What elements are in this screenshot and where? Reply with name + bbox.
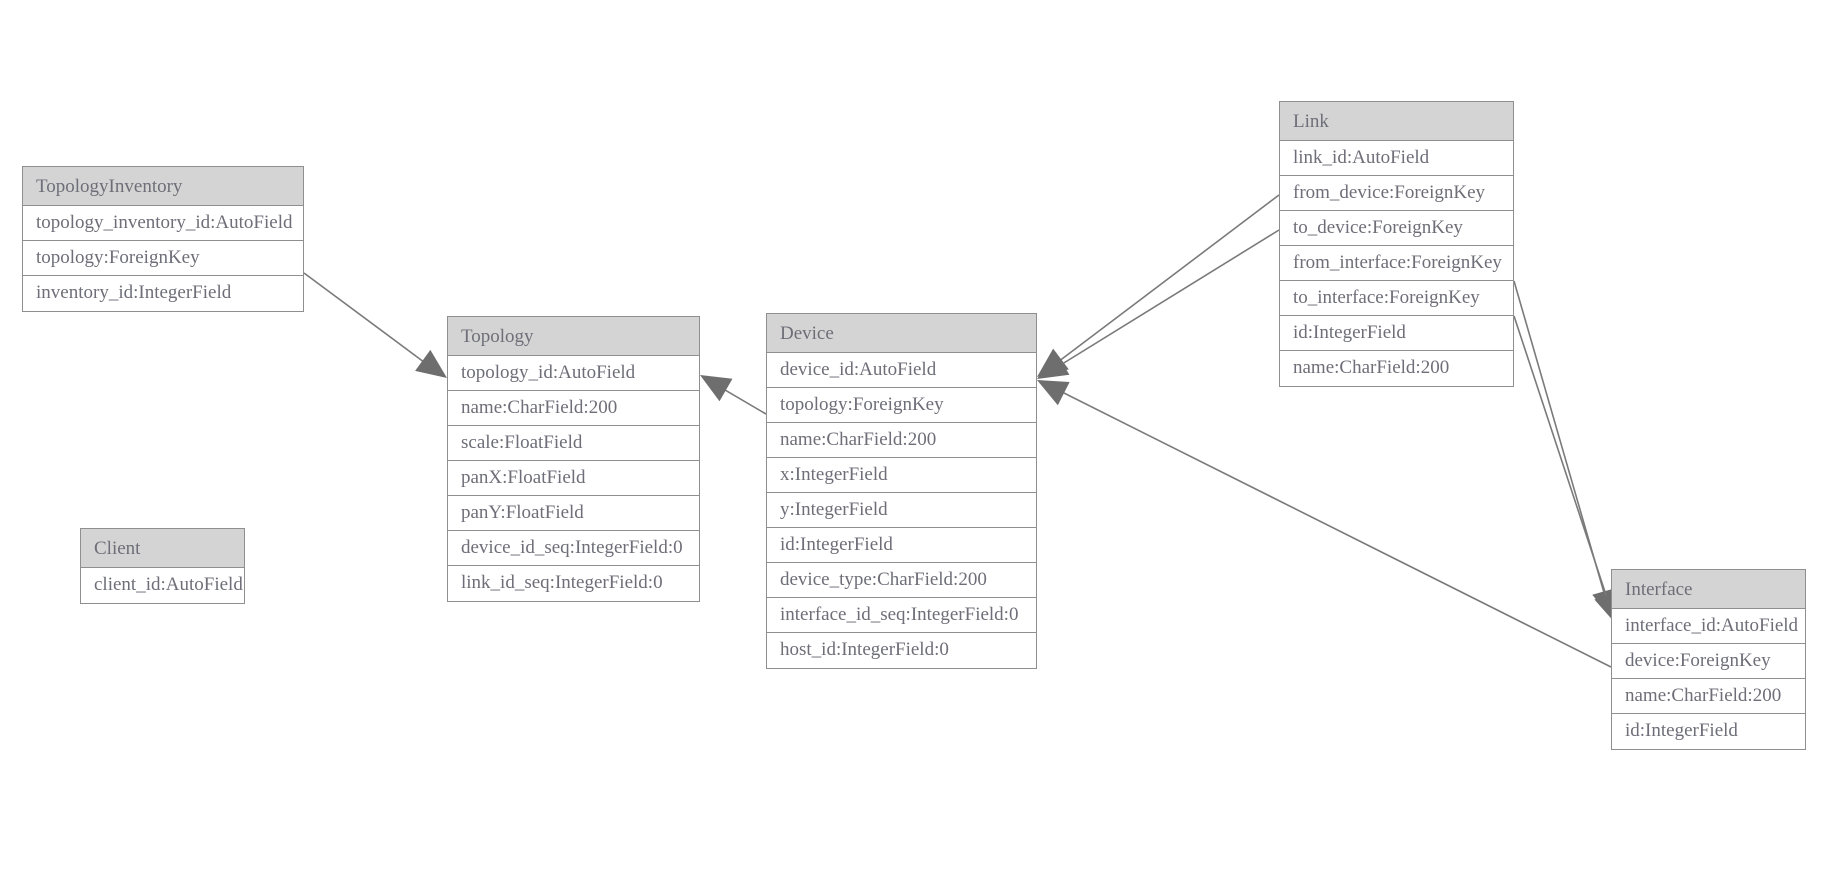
entity-field-topology-1[interactable]: name:CharField:200 [448, 391, 699, 426]
entity-field-link-1[interactable]: from_device:ForeignKey [1280, 176, 1513, 211]
relation-line [1513, 280, 1608, 604]
relation-topologyinventory-to-topology [303, 272, 447, 378]
relation-line [1045, 194, 1280, 372]
relation-line [707, 379, 767, 415]
entity-field-topology_inventory-1[interactable]: topology:ForeignKey [23, 241, 303, 276]
relation-link-from-interface-to-interface [1513, 280, 1618, 620]
entity-client[interactable]: Client client_id:AutoField [80, 528, 245, 604]
entity-field-topology_inventory-2[interactable]: inventory_id:IntegerField [36, 282, 232, 303]
entity-title-interface: Interface [1612, 570, 1805, 609]
entity-field-device-7[interactable]: interface_id_seq:IntegerField:0 [767, 598, 1036, 633]
entity-field-device-2[interactable]: name:CharField:200 [767, 423, 1036, 458]
entity-title-topology_inventory: TopologyInventory [23, 167, 303, 206]
entity-field-topology-5[interactable]: device_id_seq:IntegerField:0 [448, 531, 699, 566]
entity-field-device-4[interactable]: y:IntegerField [767, 493, 1036, 528]
entity-title-link: Link [1280, 102, 1513, 141]
entity-field-device-0[interactable]: device_id:AutoField [767, 353, 1036, 388]
entity-field-link-2[interactable]: to_device:ForeignKey [1280, 211, 1513, 246]
entity-title-client: Client [81, 529, 244, 568]
relation-device-to-topology [700, 375, 767, 415]
entity-field-topology-4[interactable]: panY:FloatField [448, 496, 699, 531]
entity-field-topology-2[interactable]: scale:FloatField [448, 426, 699, 461]
entity-field-link-5[interactable]: id:IntegerField [1280, 316, 1513, 351]
relation-link-from-device-to-device [1037, 194, 1280, 377]
relation-line [303, 272, 441, 375]
entity-title-topology: Topology [448, 317, 699, 356]
relation-line [1513, 315, 1611, 608]
relation-line [1047, 384, 1612, 668]
entity-field-link-4[interactable]: to_interface:ForeignKey [1280, 281, 1513, 316]
entity-field-device-6[interactable]: device_type:CharField:200 [767, 563, 1036, 598]
entity-field-device-5[interactable]: id:IntegerField [767, 528, 1036, 563]
entity-field-topology_inventory-0[interactable]: topology_inventory_id:AutoField [23, 206, 303, 241]
entity-field-device-1[interactable]: topology:ForeignKey [767, 388, 1036, 423]
entity-field-interface-2[interactable]: name:CharField:200 [1612, 679, 1805, 714]
entity-field-device-8[interactable]: host_id:IntegerField:0 [780, 639, 949, 660]
relation-interface-device-to-device [1037, 380, 1612, 668]
relation-link-to-device-to-device [1037, 229, 1280, 379]
entity-field-interface-0[interactable]: interface_id:AutoField [1612, 609, 1805, 644]
entity-field-link-6[interactable]: name:CharField:200 [1293, 357, 1450, 378]
entity-field-interface-1[interactable]: device:ForeignKey [1612, 644, 1805, 679]
entity-field-link-0[interactable]: link_id:AutoField [1280, 141, 1513, 176]
entity-field-interface-3[interactable]: id:IntegerField [1625, 720, 1738, 741]
entity-field-topology-3[interactable]: panX:FloatField [448, 461, 699, 496]
entity-field-device-3[interactable]: x:IntegerField [767, 458, 1036, 493]
entity-field-client-0[interactable]: client_id:AutoField [94, 574, 243, 595]
entity-field-topology-6[interactable]: link_id_seq:IntegerField:0 [461, 572, 663, 593]
entity-title-device: Device [767, 314, 1036, 353]
entity-field-link-3[interactable]: from_interface:ForeignKey [1280, 246, 1513, 281]
relation-line [1045, 229, 1280, 375]
entity-field-topology-0[interactable]: topology_id:AutoField [448, 356, 699, 391]
